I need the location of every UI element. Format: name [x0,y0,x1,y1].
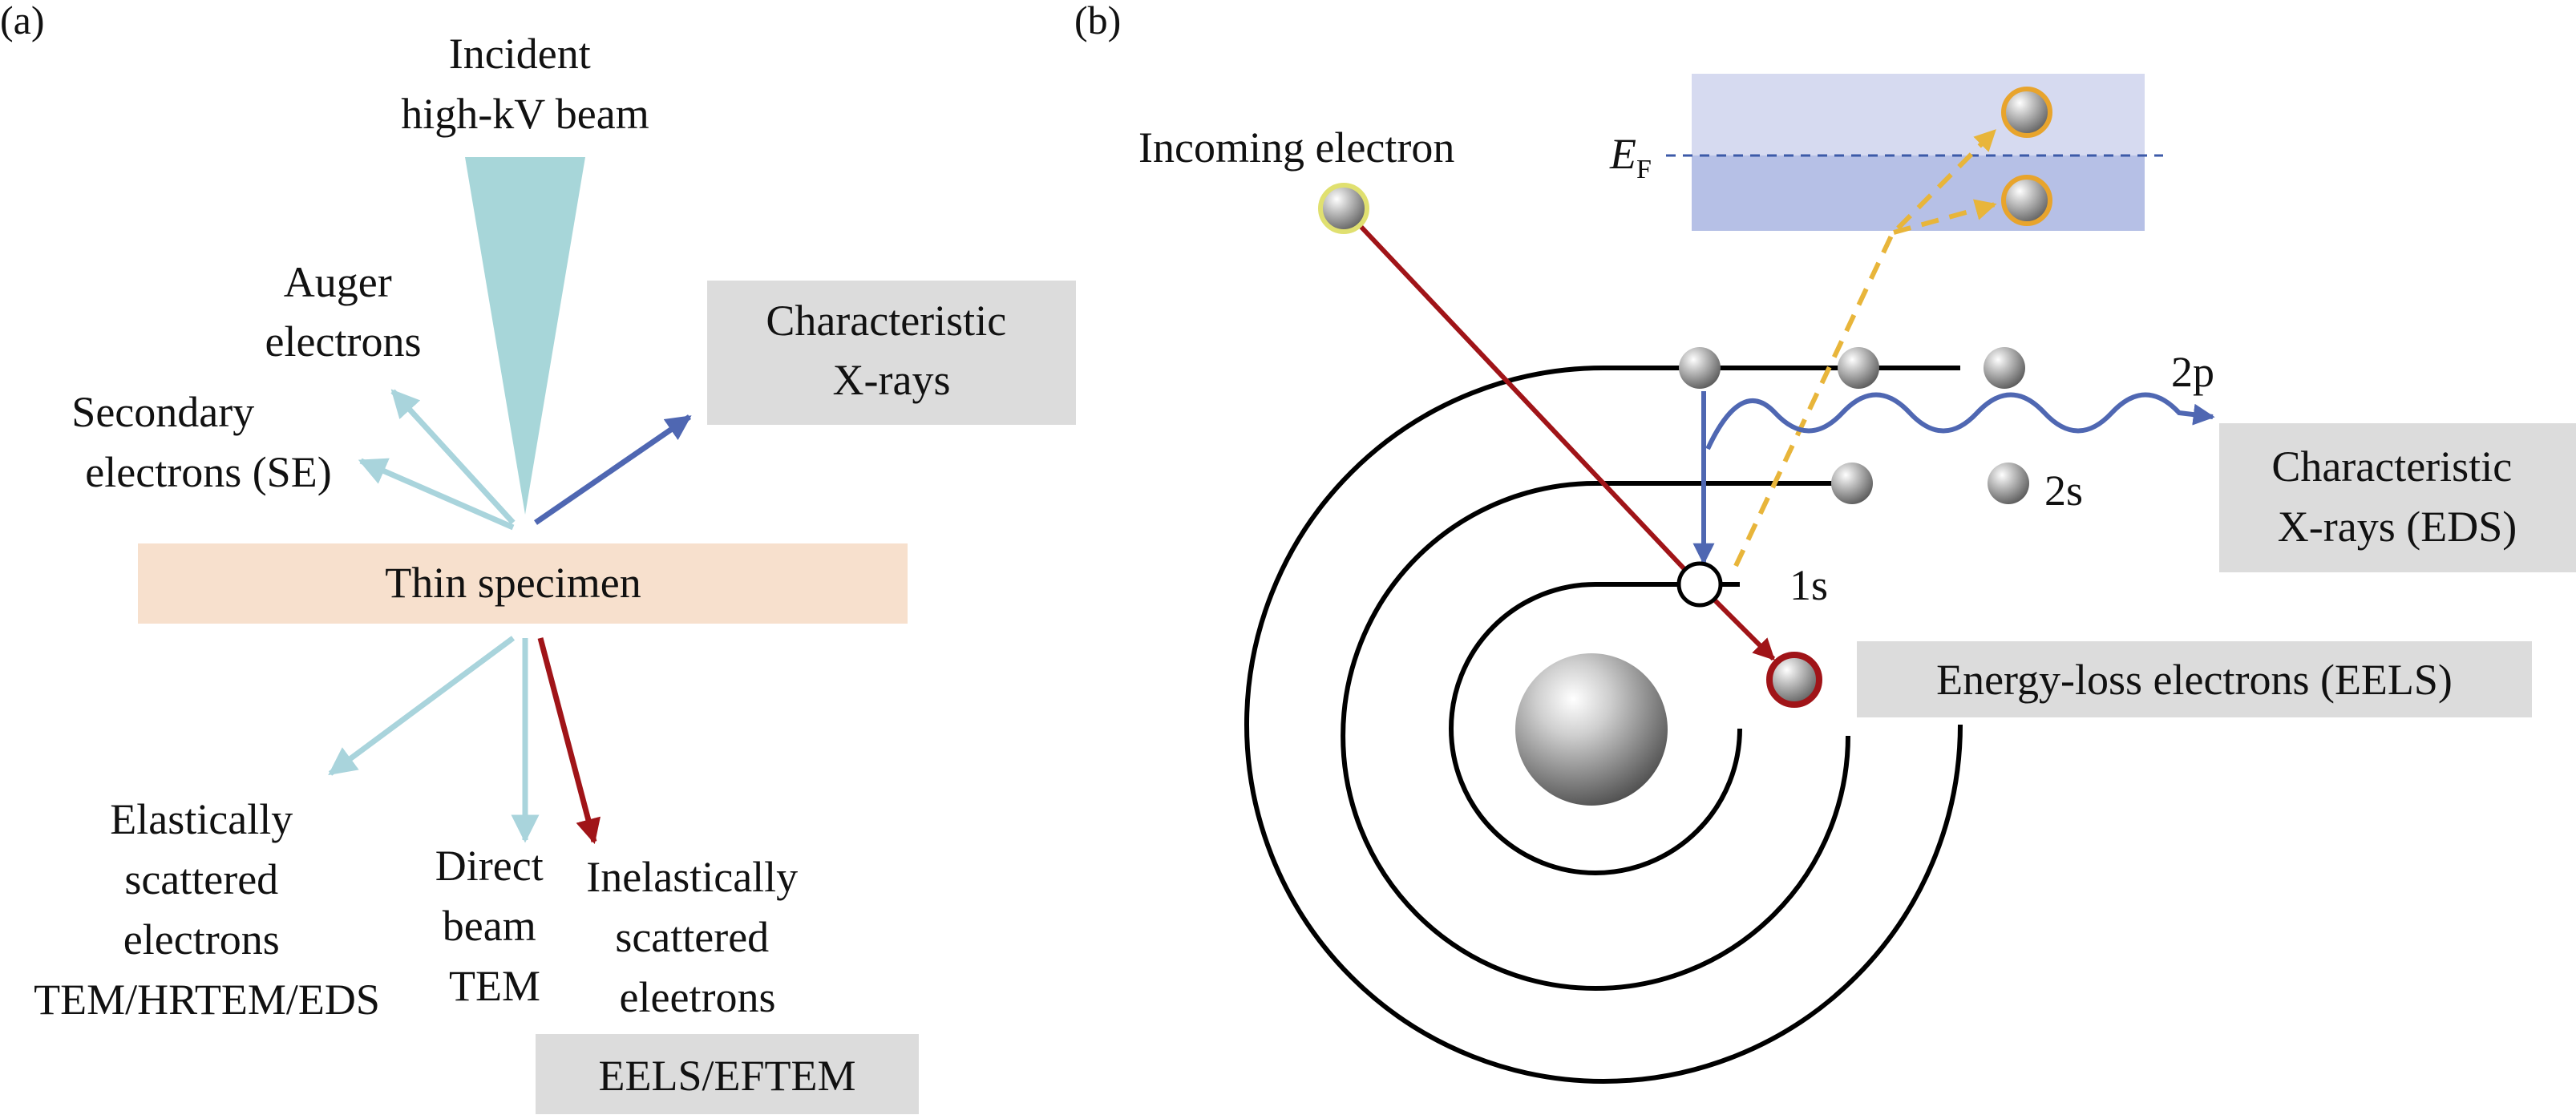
inelastic-arrow [537,637,601,845]
incident-beam-label: Incident high-kV beam [401,30,649,138]
core-hole [1676,561,1723,608]
elastic-arrow [328,636,516,776]
electron-2p [1984,347,2025,389]
characteristic-xrays-eds-box [2219,423,2576,572]
shell-2s [1341,481,1850,992]
xray-photon-wave [1705,392,2215,450]
auger-arrow [390,389,516,525]
elastic-label: Elastically scattered electrons TEM/HRTE… [34,795,380,1024]
characteristic-xrays-box [707,281,1076,425]
secondary-arrow [358,458,515,531]
incoming-electron-label: Incoming electron [1138,123,1454,172]
auger-label: Auger electrons [265,258,422,366]
shell-1s [1449,582,1742,876]
panel-a-label: (a) [0,0,45,42]
eels-eftem-box [536,1034,919,1114]
electron-2p [1838,347,1879,389]
energy-loss-box [1857,641,2532,717]
electron-2p [1679,347,1721,389]
secondary-label: Secondary electrons (SE) [71,388,331,496]
xray-arrow [534,414,692,525]
characteristic-xrays-label: Characteristic X-rays [766,297,1017,404]
excited-electron [2001,175,2052,226]
energy-loss-electron [1766,652,1822,708]
incident-beam-cone [465,157,585,515]
incoming-electron [1318,183,1369,234]
valence-band-lower [1692,156,2145,231]
fermi-level-label: EF [1609,130,1652,184]
nucleus [1515,653,1668,806]
shell-outer [1244,366,1963,1085]
eels-eftem-label: EELS/EFTEM [599,1052,856,1100]
panel-a: (a) Incident high-kV beam Auger electron… [0,0,1076,1114]
panel-b-label: (b) [1074,0,1121,42]
shell-2s-label: 2s [2044,467,2083,515]
thin-specimen [138,543,908,624]
electron-2s [1831,463,1873,504]
panel-b: (b) EF 2p 2s 1s Incoming electron [1074,0,2576,1085]
excited-electron [2001,87,2052,138]
shell-1s-label: 1s [1789,561,1828,609]
electron-2s [1988,463,2029,504]
thin-specimen-label: Thin specimen [385,559,641,607]
shell-2p-label: 2p [2171,348,2214,396]
excitation-branch [1893,199,1997,235]
inelastic-label: Inelastically scattered eleetrons [586,853,808,1021]
valence-band-upper [1692,74,2145,156]
excitation-path [1733,128,1997,568]
incoming-electron-path [1341,206,1700,586]
characteristic-xrays-eds-label: Characteristic X-rays (EDS) [2271,442,2522,551]
energy-loss-label: Energy-loss electrons (EELS) [1936,656,2453,704]
direct-beam-label: Direct beam TEM [435,842,554,1010]
